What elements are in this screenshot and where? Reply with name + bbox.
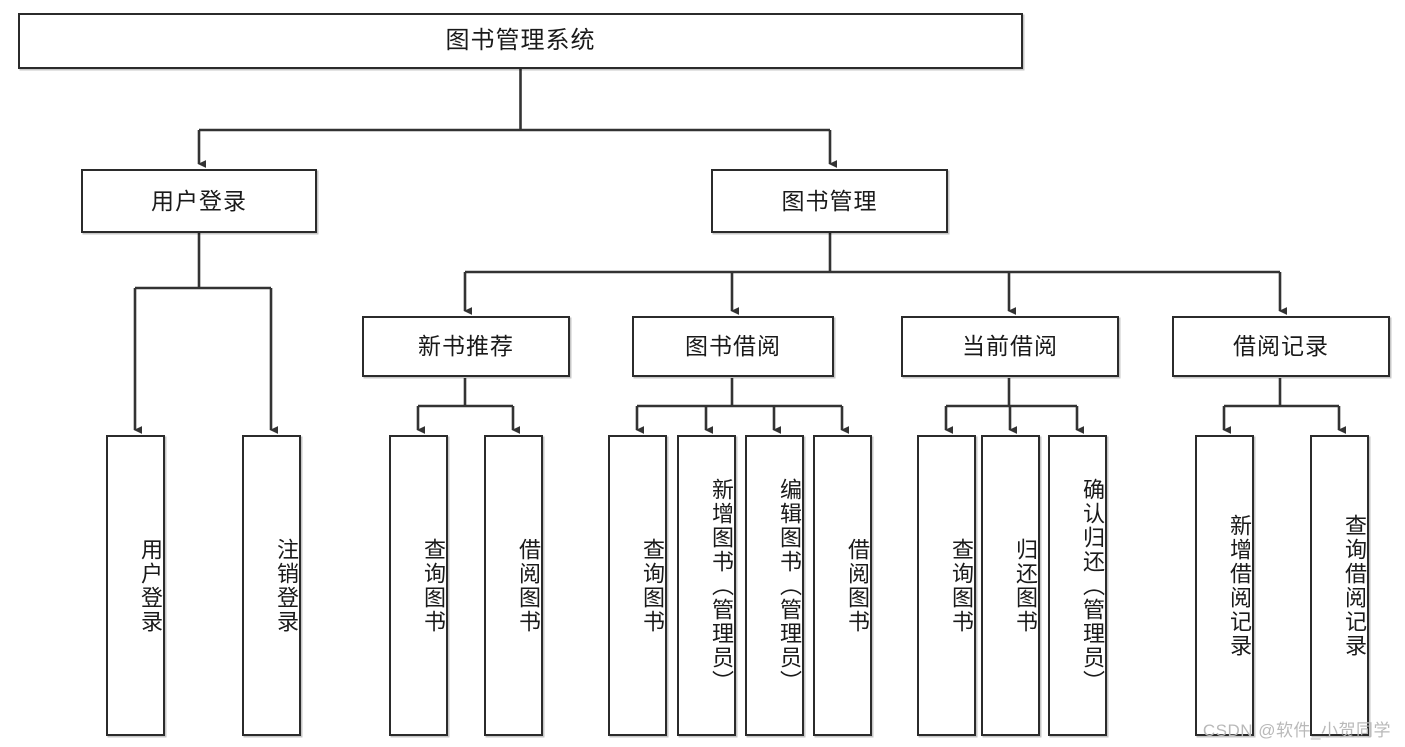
- node-user-login[interactable]: 用户登录: [81, 169, 317, 233]
- node-label: 新书推荐: [418, 333, 514, 360]
- node-current-borrow[interactable]: 当前借阅: [901, 316, 1119, 377]
- node-leaf-return-book[interactable]: 归还图书: [981, 435, 1040, 736]
- node-label: 用户登录: [138, 537, 163, 634]
- node-root-book-management-system[interactable]: 图书管理系统: [18, 13, 1023, 69]
- node-label: 归还图书: [1013, 537, 1038, 634]
- node-label: 注销登录: [274, 537, 299, 634]
- node-borrow-record[interactable]: 借阅记录: [1172, 316, 1390, 377]
- node-leaf-borrow-book-2[interactable]: 借阅图书: [813, 435, 872, 736]
- node-new-book-recommend[interactable]: 新书推荐: [362, 316, 570, 377]
- node-leaf-edit-book[interactable]: 编辑图书（管理员）: [745, 435, 804, 736]
- node-leaf-confirm-return[interactable]: 确认归还（管理员）: [1048, 435, 1107, 736]
- node-label: 查询图书: [640, 537, 665, 634]
- node-label: 查询图书: [421, 537, 446, 634]
- node-label: 查询借阅记录: [1342, 513, 1367, 658]
- node-label: 借阅记录: [1233, 333, 1329, 360]
- node-leaf-logout-login[interactable]: 注销登录: [242, 435, 301, 736]
- node-leaf-add-record[interactable]: 新增借阅记录: [1195, 435, 1254, 736]
- node-book-management[interactable]: 图书管理: [711, 169, 948, 233]
- node-leaf-borrow-book-1[interactable]: 借阅图书: [484, 435, 543, 736]
- node-label: 当前借阅: [962, 333, 1058, 360]
- node-leaf-user-login[interactable]: 用户登录: [106, 435, 165, 736]
- node-leaf-query-book-1[interactable]: 查询图书: [389, 435, 448, 736]
- node-leaf-query-book-3[interactable]: 查询图书: [917, 435, 976, 736]
- node-label: 编辑图书（管理员）: [777, 477, 802, 694]
- node-label: 图书借阅: [685, 333, 781, 360]
- node-label: 新增借阅记录: [1227, 513, 1252, 658]
- node-label: 图书管理: [781, 187, 878, 214]
- node-label: 用户登录: [151, 187, 247, 214]
- node-label: 借阅图书: [845, 537, 870, 634]
- node-leaf-query-book-2[interactable]: 查询图书: [608, 435, 667, 736]
- node-book-borrow[interactable]: 图书借阅: [632, 316, 834, 377]
- node-label: 借阅图书: [516, 537, 541, 634]
- node-label: 确认归还（管理员）: [1080, 477, 1105, 694]
- node-label: 查询图书: [949, 537, 974, 634]
- node-leaf-add-book[interactable]: 新增图书（管理员）: [677, 435, 736, 736]
- node-label: 图书管理系统: [445, 27, 596, 55]
- node-leaf-query-record[interactable]: 查询借阅记录: [1310, 435, 1369, 736]
- node-label: 新增图书（管理员）: [709, 477, 734, 694]
